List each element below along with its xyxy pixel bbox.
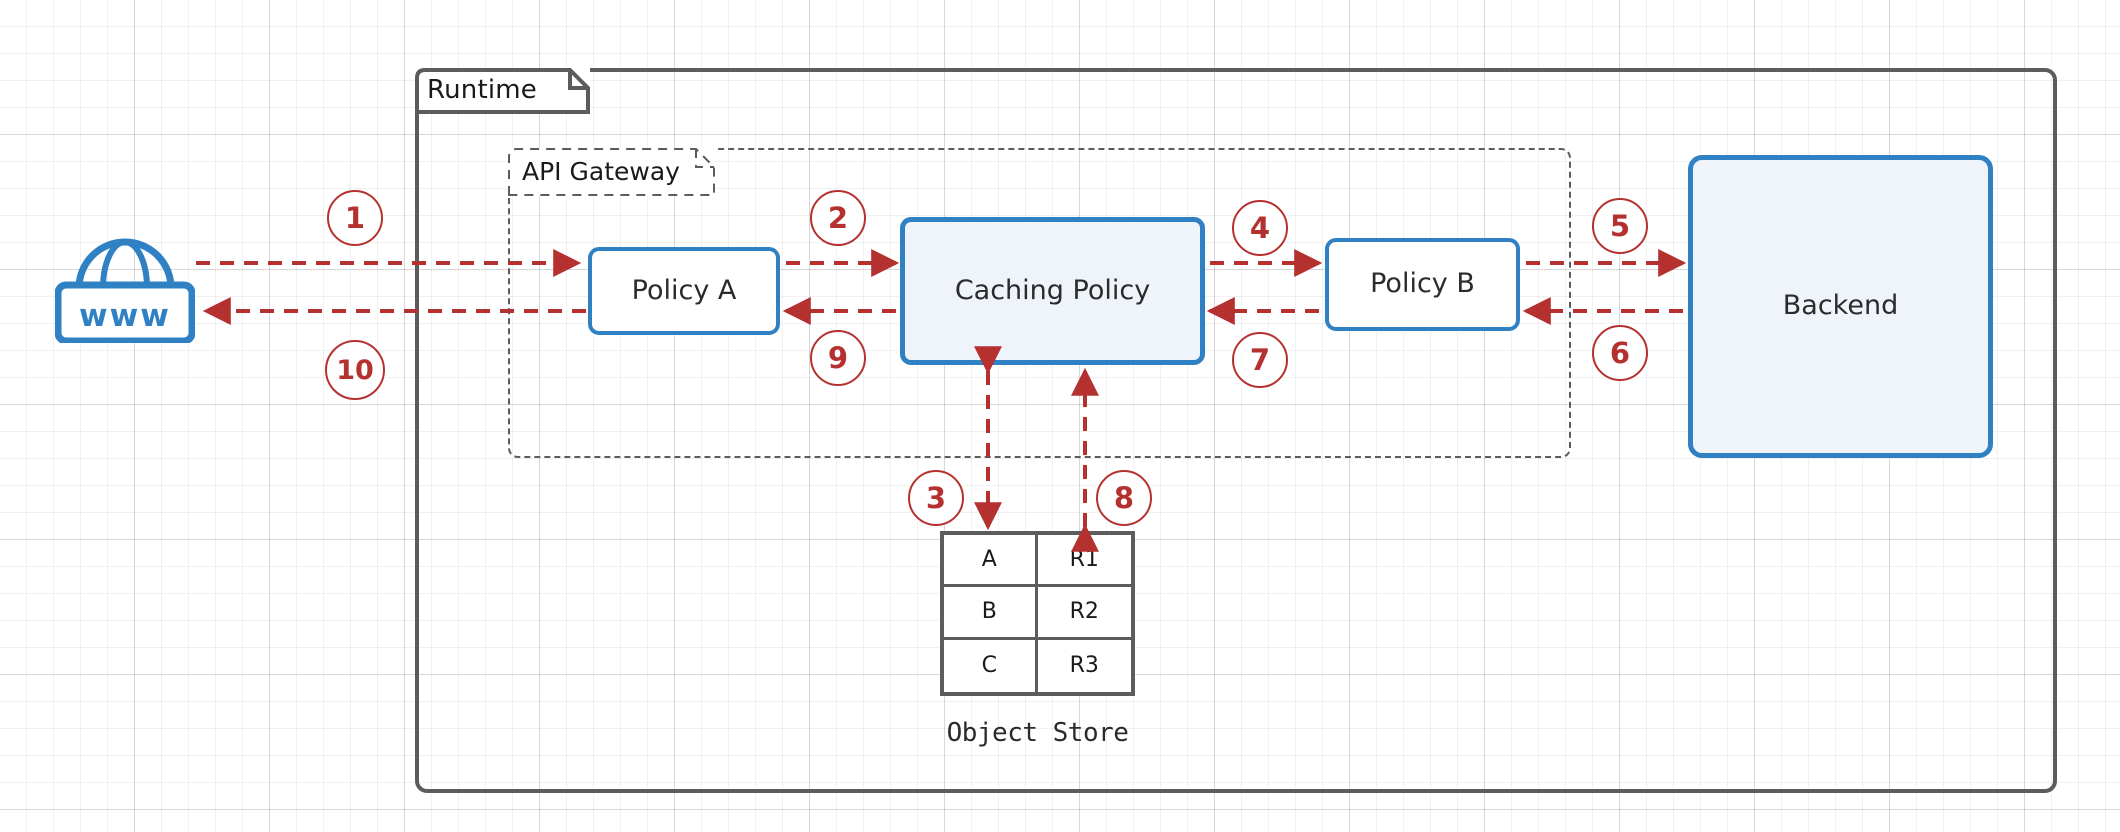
api-gateway-label: API Gateway [522,157,680,186]
node-caching-policy-label: Caching Policy [954,274,1151,306]
api-gateway-container [508,148,1571,458]
step-marker-5[interactable]: 5 [1592,198,1648,254]
node-policy-a[interactable]: Policy A [588,247,780,335]
node-policy-b-label: Policy B [1370,268,1475,300]
table-cell-value: R2 [1037,587,1131,640]
runtime-container [415,68,2057,793]
table-cell-key: B [944,587,1038,640]
object-store-caption: Object Store [946,718,1129,748]
object-store-table[interactable]: A R1 B R2 C R3 [940,531,1135,696]
step-marker-3[interactable]: 3 [908,470,964,526]
table-cell-key: C [944,639,1038,692]
step-marker-4[interactable]: 4 [1232,200,1288,256]
www-label: www [79,298,171,334]
step-marker-6[interactable]: 6 [1592,325,1648,381]
runtime-label: Runtime [427,75,537,105]
node-backend[interactable]: Backend [1688,155,1993,458]
step-marker-10[interactable]: 10 [325,340,385,400]
node-policy-a-label: Policy A [631,274,737,306]
runtime-label-tab: Runtime [415,68,590,114]
step-marker-2[interactable]: 2 [810,190,866,246]
step-marker-9[interactable]: 9 [810,330,866,386]
node-backend-label: Backend [1782,290,1899,322]
step-marker-8[interactable]: 8 [1096,470,1152,526]
table-cell-key: A [944,535,1038,588]
globe-icon: www [54,238,196,345]
node-caching-policy[interactable]: Caching Policy [900,217,1205,365]
table-cell-value: R1 [1037,535,1131,588]
api-gateway-label-tab: API Gateway [508,148,715,196]
table-cell-value: R3 [1069,653,1099,679]
node-policy-b[interactable]: Policy B [1325,238,1520,331]
client-globe-node[interactable]: www [54,233,196,345]
step-marker-1[interactable]: 1 [327,190,383,246]
step-marker-7[interactable]: 7 [1232,332,1288,388]
